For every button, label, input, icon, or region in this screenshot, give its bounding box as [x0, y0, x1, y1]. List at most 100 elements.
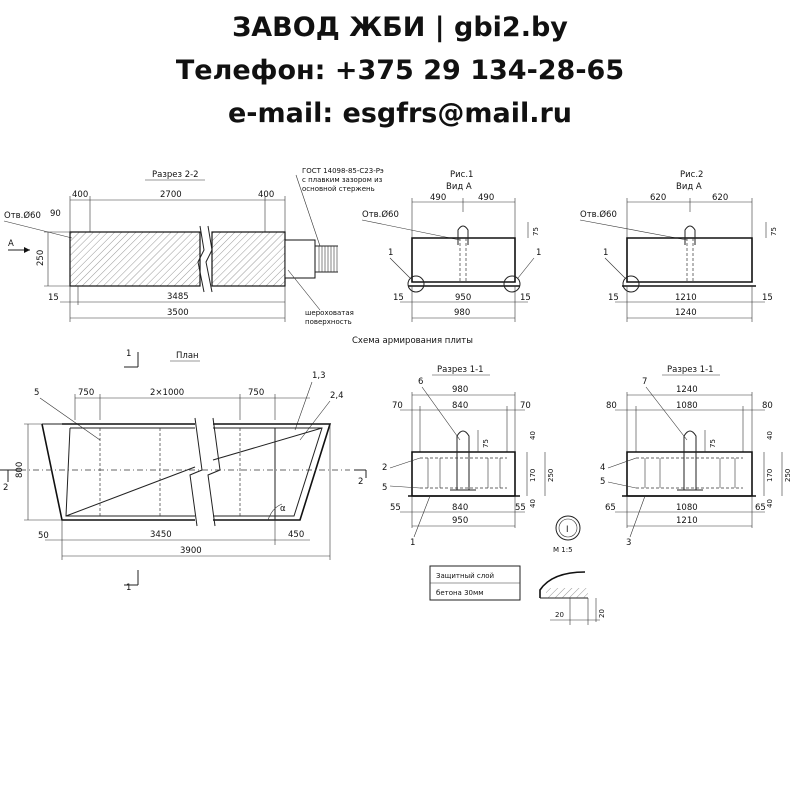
callout-leader — [607, 457, 637, 469]
hole-leader — [579, 219, 688, 241]
dim-840-bottom: 840 — [452, 503, 468, 513]
callout-2: 2 — [382, 463, 387, 473]
callout-leader — [389, 485, 421, 489]
dim-170: 170 — [529, 469, 537, 482]
dim-1210: 1210 — [675, 293, 697, 303]
detail-dim-20-h: 20 — [555, 611, 564, 619]
detail-circle-left — [407, 275, 425, 293]
dim-75: 75 — [770, 227, 778, 236]
fig1-marker-right: 1 — [536, 248, 541, 258]
callout-leader — [299, 400, 331, 441]
callout-5: 5 — [382, 483, 387, 493]
sec11a-body — [411, 451, 516, 497]
break-mark — [207, 417, 221, 527]
hole-leader — [361, 219, 461, 241]
dim-75: 75 — [482, 439, 490, 448]
gost-leader — [295, 174, 321, 247]
dim-15: 15 — [48, 293, 59, 303]
detail-circle-left — [622, 275, 640, 293]
dim-55-left: 55 — [390, 503, 401, 513]
sec11b-body — [626, 451, 753, 497]
protective-line-2: бетона 30мм — [436, 589, 484, 597]
diagonal-rebar — [212, 427, 323, 461]
dim-15-left: 15 — [608, 293, 619, 303]
dim-250: 250 — [784, 469, 792, 482]
fig1-body — [411, 237, 516, 283]
dim-800: 800 — [15, 462, 25, 478]
alpha-arc — [267, 503, 283, 521]
dim-170: 170 — [766, 469, 774, 482]
dim-950: 950 — [452, 516, 468, 526]
section-1-1-fig1: Разрез 1-1 6 980 70 840 70 75 — [382, 365, 555, 548]
rough-leader — [287, 269, 321, 311]
dim-80-left: 80 — [606, 401, 617, 411]
plan-title: План — [176, 351, 199, 361]
section-1-1-fig2: Разрез 1-1 7 1240 80 1080 80 75 — [600, 365, 792, 548]
node-mark: I — [566, 525, 569, 535]
dim-65-right: 65 — [755, 503, 766, 513]
dim-75: 75 — [709, 439, 717, 448]
dim-980: 980 — [454, 308, 470, 318]
dim-750-left: 750 — [78, 388, 94, 398]
fig-2-view-a: Рис.2 Вид А 620 620 Отв.Ø60 75 1 15 — [579, 170, 778, 322]
callout-6: 6 — [418, 377, 423, 387]
callout-leader — [421, 386, 461, 441]
fig-1-view-a: Рис.1 Вид А 490 490 Отв.Ø60 75 1 1 — [361, 170, 541, 322]
view-mark-a: А — [8, 239, 14, 249]
sec11b-title: Разрез 1-1 — [667, 365, 714, 375]
diagonal-rebar — [65, 466, 196, 517]
dim-40-top: 40 — [529, 431, 537, 440]
end-block — [284, 239, 316, 279]
callout-3: 3 — [626, 538, 631, 548]
callout-5: 5 — [600, 477, 605, 487]
rough-note-1: шероховатая — [305, 309, 354, 317]
break-mark — [197, 225, 205, 293]
header-phone: Телефон: +375 29 134-28-65 — [175, 55, 625, 86]
corner-detail: 20 20 — [539, 571, 606, 625]
sec11a-title: Разрез 1-1 — [437, 365, 484, 375]
fig2-marker-left: 1 — [603, 248, 608, 258]
break-mark — [189, 417, 203, 527]
callout-2-4: 2,4 — [330, 391, 344, 401]
callout-leader — [294, 381, 313, 431]
dim-250: 250 — [547, 469, 555, 482]
dim-40-bottom: 40 — [529, 499, 537, 508]
lifting-loop — [457, 225, 469, 245]
detail-circle-right — [503, 275, 521, 293]
lifting-loop — [683, 430, 697, 490]
gost-note-3: основной стержень — [302, 185, 375, 193]
protective-line-1: Защитный слой — [436, 572, 494, 580]
dim-2x1000: 2×1000 — [150, 388, 184, 398]
dim-840-top: 840 — [452, 401, 468, 411]
node-circle-inner — [558, 518, 578, 538]
dim-490-right: 490 — [478, 193, 494, 203]
callout-5: 5 — [34, 388, 39, 398]
fig1-title: Рис.1 — [450, 170, 473, 180]
dim-3900: 3900 — [180, 546, 202, 556]
header-email: e-mail: esgfrs@mail.ru — [227, 98, 573, 129]
dim-1210: 1210 — [676, 516, 698, 526]
callout-1-3: 1,3 — [312, 371, 326, 381]
dim-3450: 3450 — [150, 530, 172, 540]
dim-3485: 3485 — [167, 292, 189, 302]
dim-90: 90 — [50, 209, 61, 219]
side-mark-right: 2 — [358, 477, 363, 487]
dim-400-right: 400 — [258, 190, 274, 200]
fig1-subtitle: Вид А — [446, 182, 472, 192]
dim-620-left: 620 — [650, 193, 666, 203]
dim-980: 980 — [452, 385, 468, 395]
fig2-hole: Отв.Ø60 — [580, 209, 617, 220]
hole-label: Отв.Ø60 — [4, 210, 41, 221]
dim-1240: 1240 — [675, 308, 697, 318]
fig2-subtitle: Вид А — [676, 182, 702, 192]
callout-leader — [645, 386, 688, 441]
dim-620-right: 620 — [712, 193, 728, 203]
callout-4: 4 — [600, 463, 605, 473]
callout-leader — [389, 457, 421, 469]
gost-note-1: ГОСТ 14098-85-С23-Рэ — [302, 167, 384, 175]
lifting-loop — [456, 430, 470, 490]
fig2-body — [626, 237, 753, 283]
fig1-hole: Отв.Ø60 — [362, 209, 399, 220]
dim-80-right: 80 — [762, 401, 773, 411]
